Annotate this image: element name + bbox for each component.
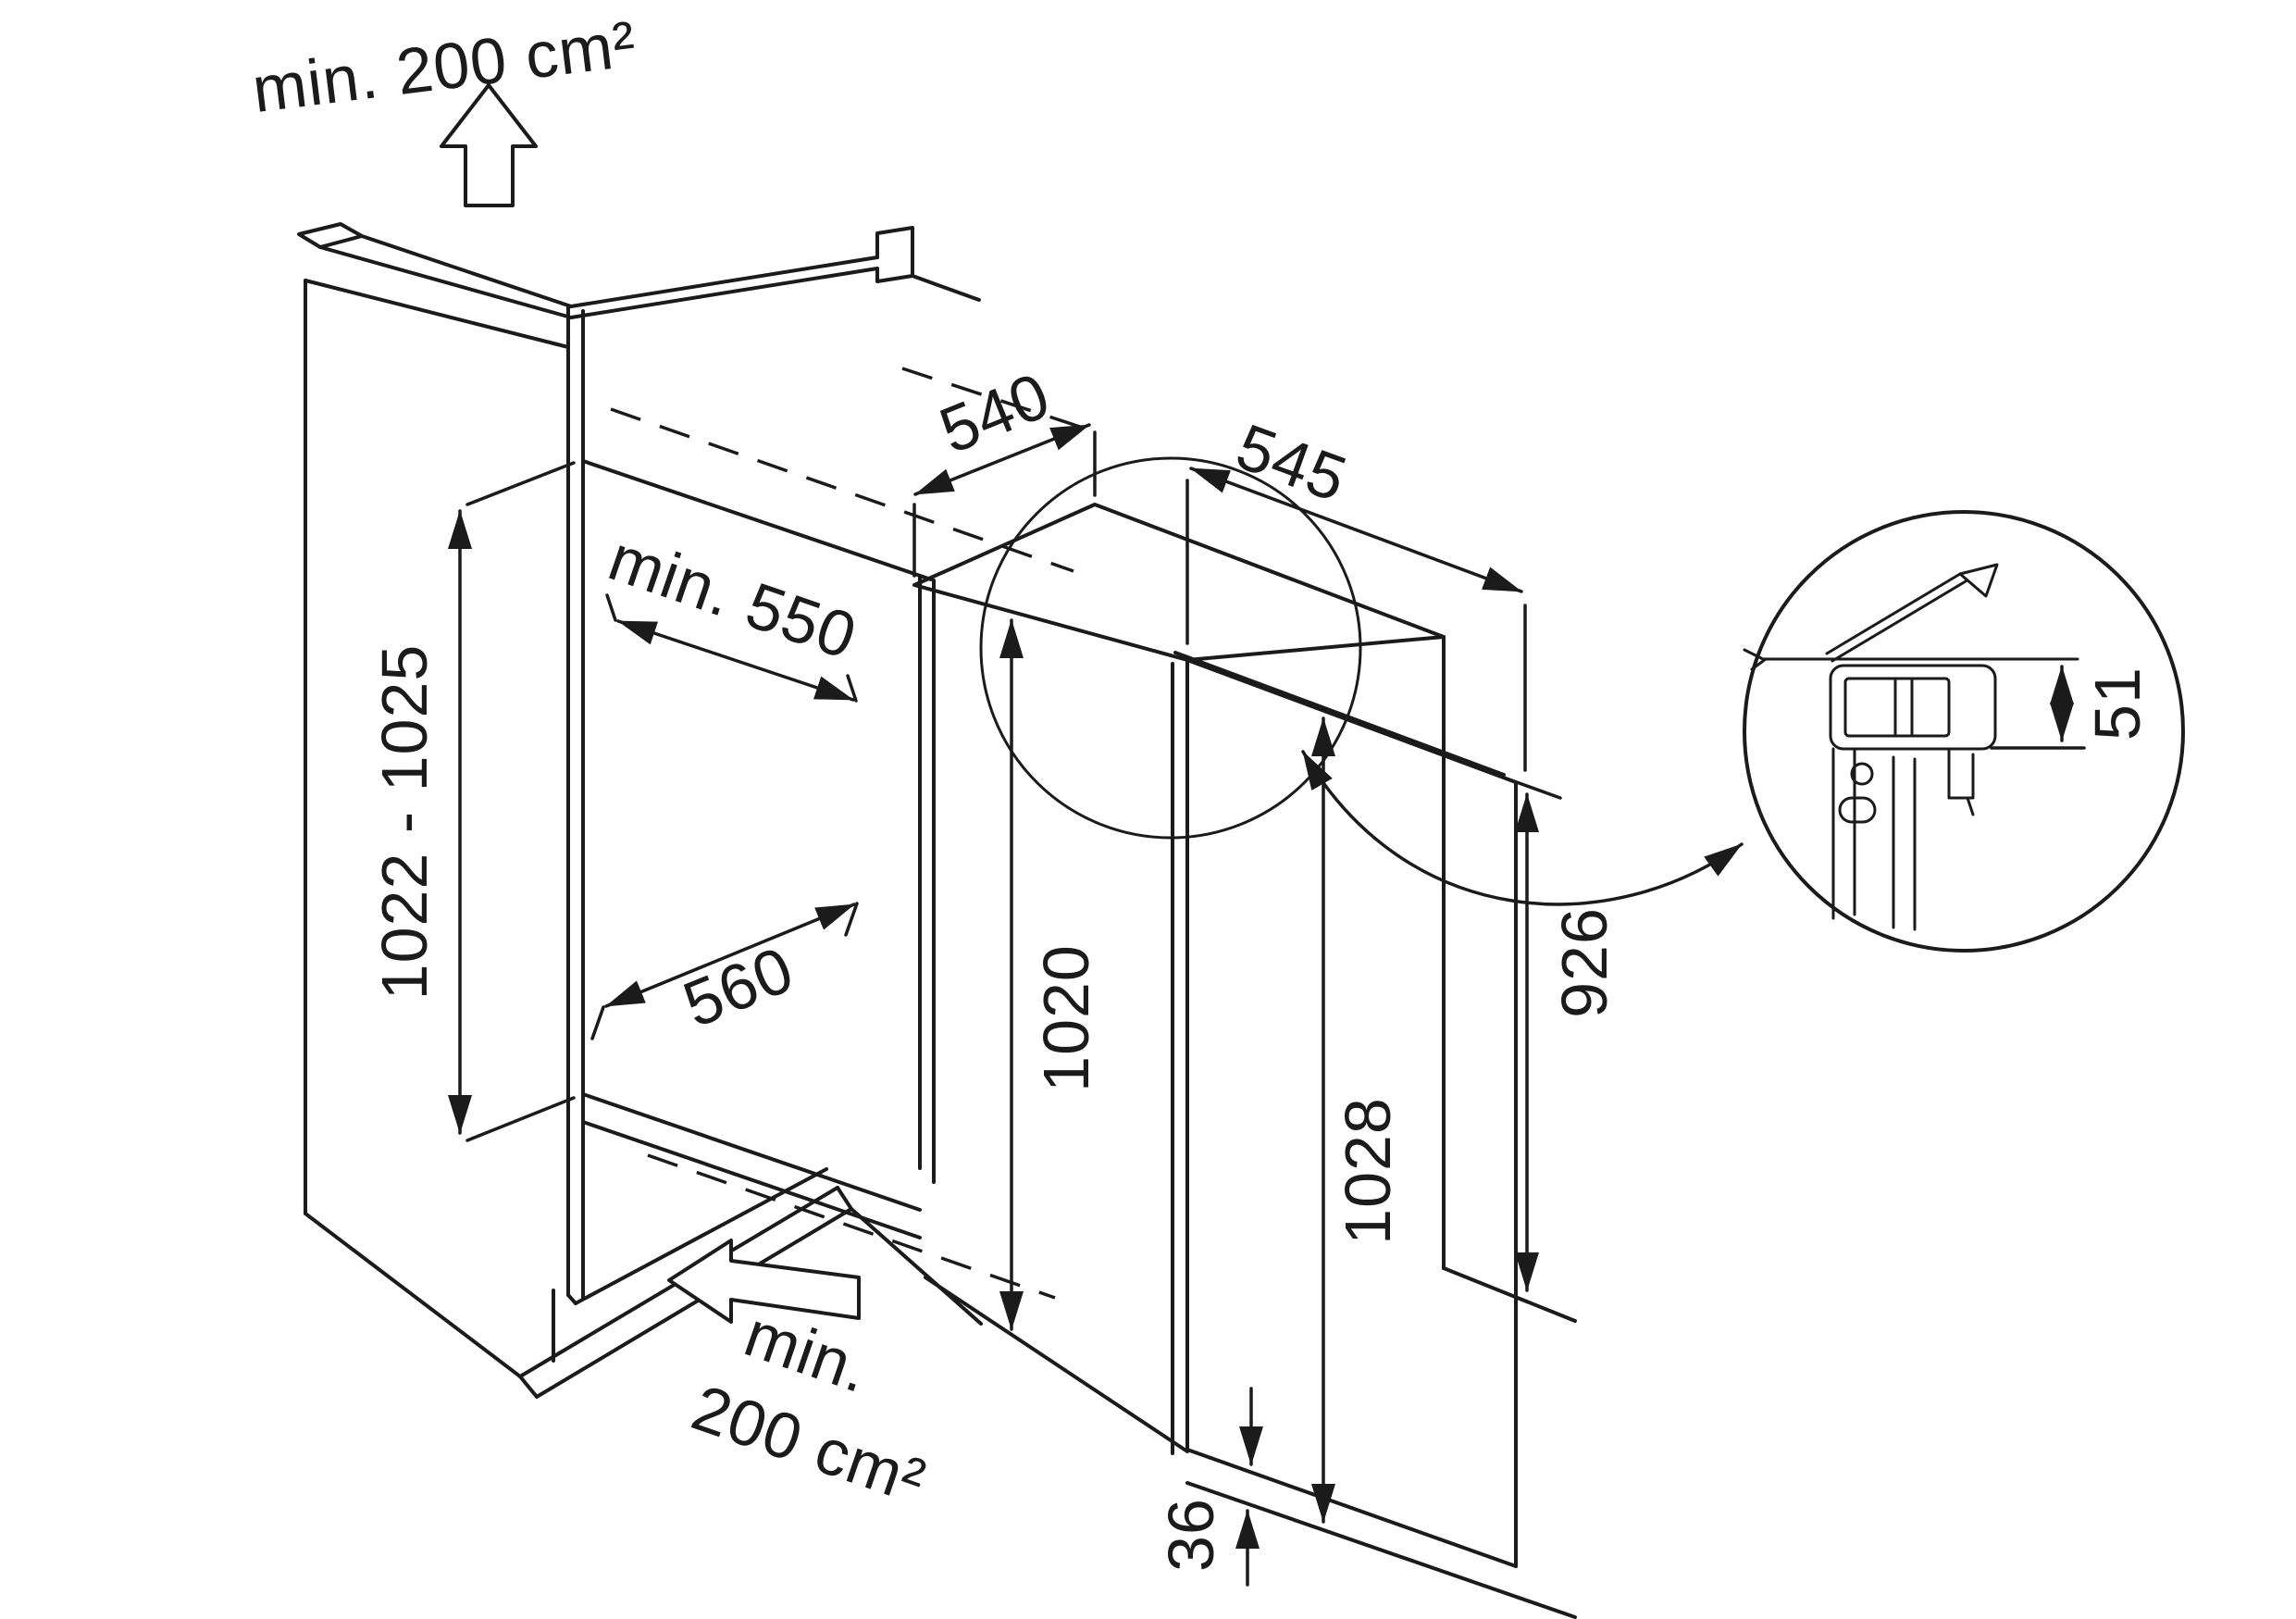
plinth-gap-dimension: 36 [1155, 1387, 1263, 1587]
niche-height-dimension: 1022 - 1025 [368, 461, 576, 1142]
plinth-recess-soffit [574, 1167, 828, 1305]
vent-notch [875, 226, 914, 283]
dimension-line [616, 619, 855, 702]
appliance-side-bottom-edge [924, 1276, 1189, 1453]
detail-leader-arrow [1301, 750, 1744, 906]
niche-height-value: 1022 - 1025 [368, 644, 441, 1001]
niche-depth-dimension: 560 [590, 902, 859, 1041]
detail-lever-arm-top [1825, 572, 1962, 655]
extension-line [465, 1096, 576, 1142]
appliance-carcass-height-dimension: 1020 [999, 618, 1102, 1331]
door-top-edge [1185, 658, 1518, 784]
roof-front-edge-inner [569, 267, 879, 319]
appliance-base-back-edge [1442, 1266, 1577, 1323]
appliance-door-height-value: 1028 [1332, 1097, 1404, 1245]
extension-line [1512, 779, 1562, 800]
detail-screw-hole [1850, 762, 1874, 786]
detail-hinge-pocket [1947, 747, 1975, 800]
detail-lever-tip [1958, 563, 1999, 598]
side-panel-bottom-edge [304, 1212, 522, 1378]
dimension-line [1189, 467, 1523, 593]
niche-width-dimension: min. 550 [601, 521, 865, 703]
detail-hinge-pocket-chamfer [1966, 796, 1975, 816]
door-bottom-edge [1185, 1448, 1518, 1568]
detail-circle-outline [1743, 510, 2185, 953]
bottom-ventilation-label: min. 200 cm² [684, 1297, 935, 1517]
top-ventilation-label: min. 200 cm² [249, 7, 640, 126]
hidden-floor-alignment-line [647, 1153, 1056, 1300]
plinth-band-end-cap [836, 1186, 853, 1211]
worktop-bottom-edge [318, 245, 573, 319]
stile-foot-tie [566, 1293, 577, 1305]
detail-ceiling-corner-2 [1750, 657, 1768, 671]
hidden-roof-alignment-line [901, 367, 1084, 430]
niche-shelf-bottom-edge [581, 1120, 922, 1239]
appliance-rear-height-dimension: 926 [1512, 779, 1620, 1292]
roof-front-edge [569, 255, 879, 308]
detail-callout-circle-small [979, 456, 1362, 840]
worktop-top-edge [360, 234, 573, 308]
appliance-rear-height-value: 926 [1548, 907, 1620, 1018]
hidden-top-alignment-line [610, 407, 1074, 573]
side-panel-top-edge [304, 279, 570, 349]
appliance-depth-value: 540 [930, 358, 1060, 467]
dimension-line [913, 423, 1091, 496]
bottom-ventilation-label-line2: 200 cm² [684, 1371, 935, 1517]
niche-shelf-top-edge [581, 1092, 922, 1212]
plinth-gap-value: 36 [1155, 1498, 1227, 1572]
worktop-end-cap [297, 222, 364, 249]
detail-hinge-bracket [1829, 664, 1997, 751]
door-top-thickness-edge [1173, 651, 1506, 777]
appliance-base-front-edge [1185, 1481, 1577, 1619]
detail-hinge-slot [1843, 677, 1951, 738]
appliance-door-height-dimension: 1028 [1311, 716, 1404, 1524]
niche-top-edge [581, 459, 933, 581]
extension-line [465, 461, 576, 506]
appliance-carcass-height-value: 1020 [1030, 944, 1102, 1092]
extension-tick [605, 593, 617, 622]
detail-lever-arm-bottom [1831, 579, 1967, 663]
dimension-line [604, 903, 856, 1008]
plinth-band-bottom-edge [535, 1207, 853, 1399]
hinge-clearance-value: 51 [2081, 666, 2153, 741]
detail-ceiling-corner [1743, 648, 1765, 661]
appliance-width-value: 545 [1227, 410, 1356, 516]
plinth-vent-arrow-icon [667, 1239, 861, 1324]
detail-oblong-slot [1838, 796, 1877, 824]
niche-depth-value: 560 [674, 932, 803, 1040]
roof-continuation [911, 274, 981, 302]
vent-up-arrow-icon [440, 83, 538, 207]
plinth-band-left-cap [518, 1375, 539, 1399]
detail-circle: 51 [1743, 510, 2185, 953]
base-right-edge [850, 1207, 983, 1326]
extension-tick [590, 1005, 605, 1040]
appliance-width-dimension: 545 [1185, 410, 1527, 772]
appliance-unit [912, 503, 1577, 1619]
